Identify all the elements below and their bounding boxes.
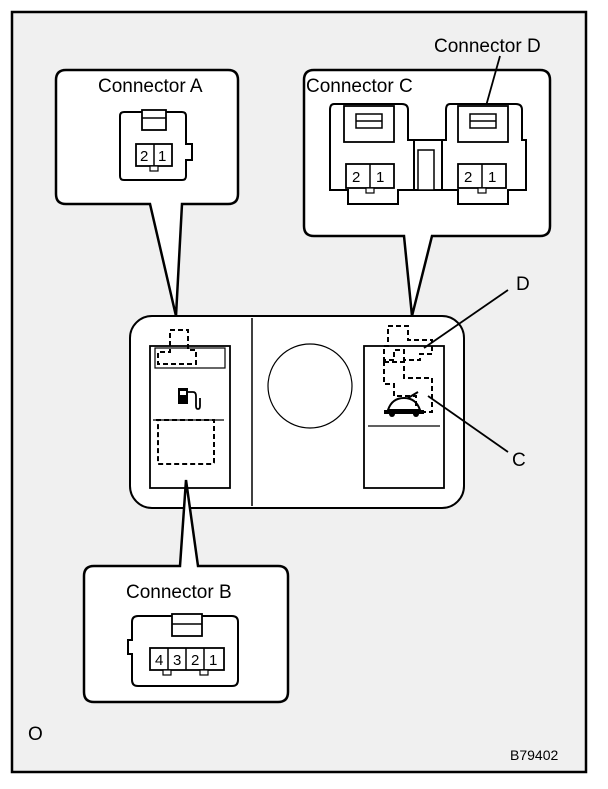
connector-b-housing: 4 3 2 1	[127, 613, 239, 687]
connector-d-label: Connector D	[434, 36, 541, 57]
connector-a-pin: 2	[140, 148, 148, 165]
connector-b-label: Connector B	[126, 582, 232, 603]
c-leader-label: C	[512, 450, 526, 471]
corner-mark: O	[28, 724, 43, 745]
connector-d-pin: 1	[488, 169, 496, 186]
connector-d-housing: 2 1	[441, 103, 527, 205]
connector-b-pin: 2	[191, 652, 199, 669]
connector-a-location	[157, 329, 197, 365]
connector-b-pin: 1	[209, 652, 217, 669]
d-leader-label: D	[516, 274, 530, 295]
connector-a-callout: Connector A 2 1	[54, 68, 240, 317]
connector-b-pin: 4	[155, 652, 163, 669]
fuel-pump-icon	[178, 388, 201, 410]
panel-round-knob	[267, 343, 353, 429]
trunk-open-icon	[384, 391, 424, 417]
switch-panel	[129, 315, 465, 509]
connector-a-bubble	[54, 68, 240, 317]
connector-d-location	[383, 325, 433, 361]
connector-cd-callout: Connector C Connector D 2 1 2	[302, 36, 552, 317]
connector-c-pin: 2	[352, 169, 360, 186]
connector-b-pin: 3	[173, 652, 181, 669]
connector-c-label: Connector C	[306, 76, 413, 97]
d-leader-line	[423, 289, 509, 349]
connector-c-location	[383, 361, 433, 413]
figure-id: B79402	[510, 747, 558, 763]
c-leader-line	[427, 395, 509, 453]
connector-a-pin: 1	[158, 148, 166, 165]
connector-c-housing: 2 1	[329, 103, 415, 205]
connector-d-leader	[485, 55, 501, 107]
connector-c-pin: 1	[376, 169, 384, 186]
connector-a-housing: 2 1	[119, 109, 193, 181]
connector-d-pin: 2	[464, 169, 472, 186]
connector-b-callout: Connector B 4 3 2 1	[82, 479, 290, 704]
connector-a-label: Connector A	[98, 76, 203, 97]
connector-b-location	[156, 419, 215, 465]
